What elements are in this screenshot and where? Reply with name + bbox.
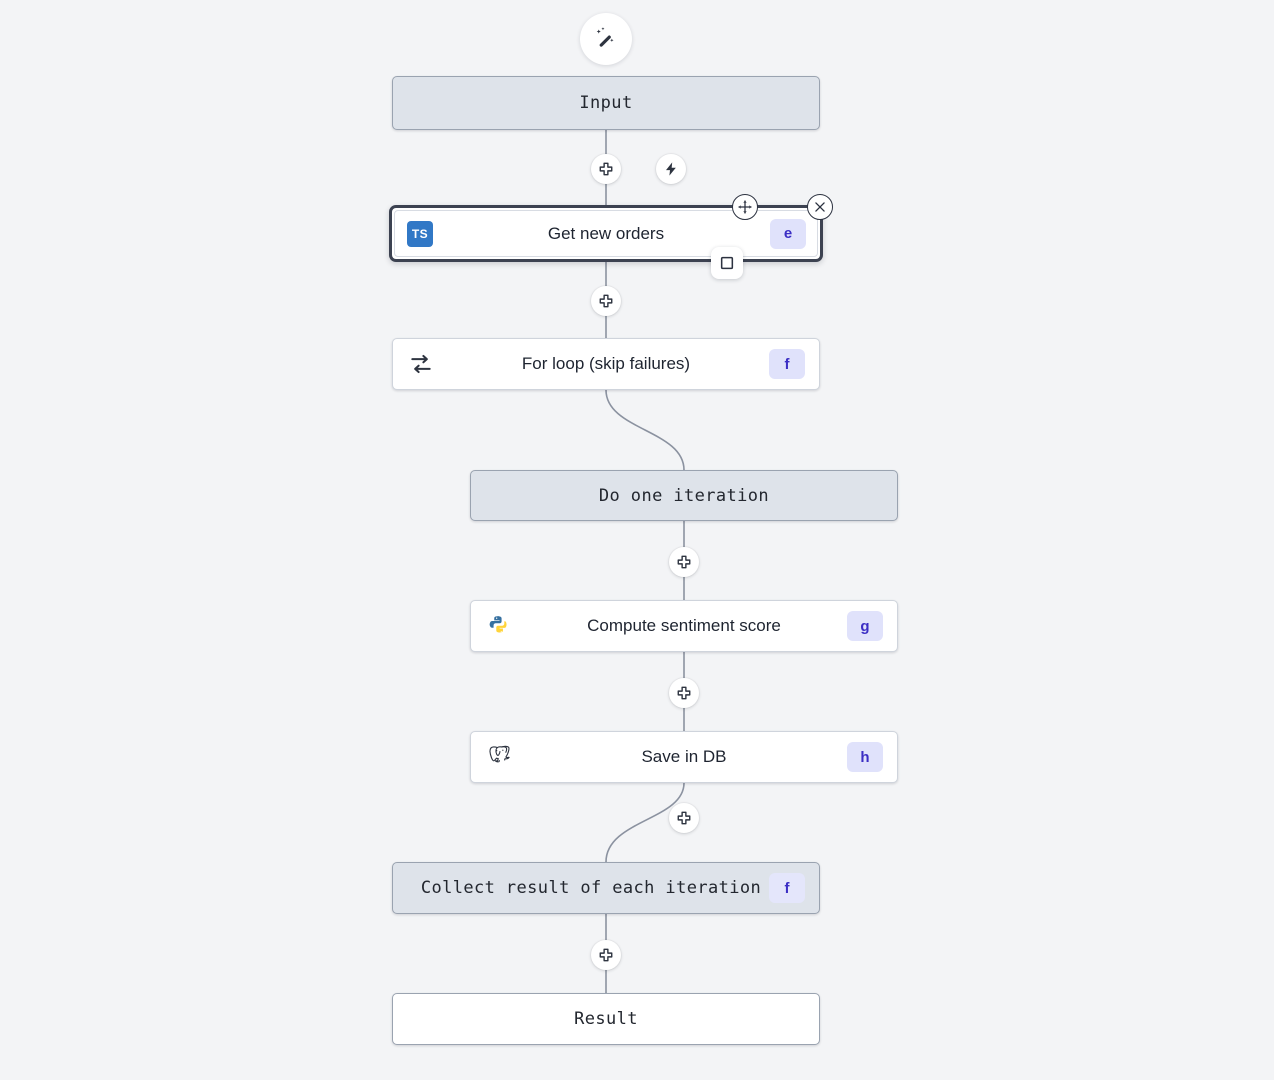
node-result-label: Result [574, 1009, 638, 1029]
node-compute-sentiment-score[interactable]: Compute sentiment score g [470, 600, 898, 652]
plus-icon [599, 294, 613, 308]
add-step-button-after-iteration[interactable] [669, 547, 699, 577]
node-save-in-db[interactable]: Save in DB h [470, 731, 898, 783]
plus-icon [599, 948, 613, 962]
node-collect-result-label: Collect result of each iteration [420, 878, 762, 898]
add-step-button-after-input[interactable] [591, 154, 621, 184]
add-step-button-after-c[interactable] [669, 803, 699, 833]
magic-wand-button[interactable] [580, 13, 632, 65]
node-collect-result-badge: f [769, 873, 805, 903]
node-for-loop-label: For loop (skip failures) [521, 354, 691, 373]
plus-icon [677, 811, 691, 825]
plus-icon [677, 555, 691, 569]
node-get-new-orders[interactable]: TS Get new orders e [389, 205, 823, 262]
node-for-loop-badge: f [769, 349, 805, 379]
branch-handle-button[interactable] [711, 247, 743, 279]
square-icon [720, 256, 734, 270]
loop-icon [407, 350, 435, 378]
postgres-icon [485, 743, 513, 771]
edge-forloop-to-iter [605, 389, 685, 471]
node-get-new-orders-label: Get new orders [547, 223, 665, 243]
magic-wand-icon [596, 27, 614, 47]
node-get-new-orders-badge: e [770, 218, 806, 249]
node-save-in-db-badge: h [847, 742, 883, 772]
add-step-button-after-collect[interactable] [591, 940, 621, 970]
close-icon [815, 202, 825, 212]
add-step-button-after-a[interactable] [591, 286, 621, 316]
plus-icon [677, 686, 691, 700]
node-collect-result[interactable]: Collect result of each iteration f [392, 862, 820, 914]
close-node-button[interactable] [807, 194, 833, 220]
python-icon [485, 612, 513, 640]
node-input-label: Input [579, 93, 633, 113]
node-do-one-iteration-label: Do one iteration [598, 485, 770, 506]
typescript-icon: TS [406, 220, 434, 248]
add-step-button-after-b[interactable] [669, 678, 699, 708]
node-for-loop[interactable]: For loop (skip failures) f [392, 338, 820, 390]
node-do-one-iteration[interactable]: Do one iteration [470, 470, 898, 521]
node-result[interactable]: Result [392, 993, 820, 1045]
plus-icon [599, 162, 613, 176]
node-save-in-db-label: Save in DB [641, 747, 727, 766]
move-icon [738, 200, 752, 214]
add-trigger-button[interactable] [656, 154, 686, 184]
node-input[interactable]: Input [392, 76, 820, 130]
move-handle-button[interactable] [732, 194, 758, 220]
node-compute-sentiment-score-label: Compute sentiment score [587, 616, 781, 635]
lightning-icon [666, 162, 676, 176]
node-compute-sentiment-score-badge: g [847, 611, 883, 641]
